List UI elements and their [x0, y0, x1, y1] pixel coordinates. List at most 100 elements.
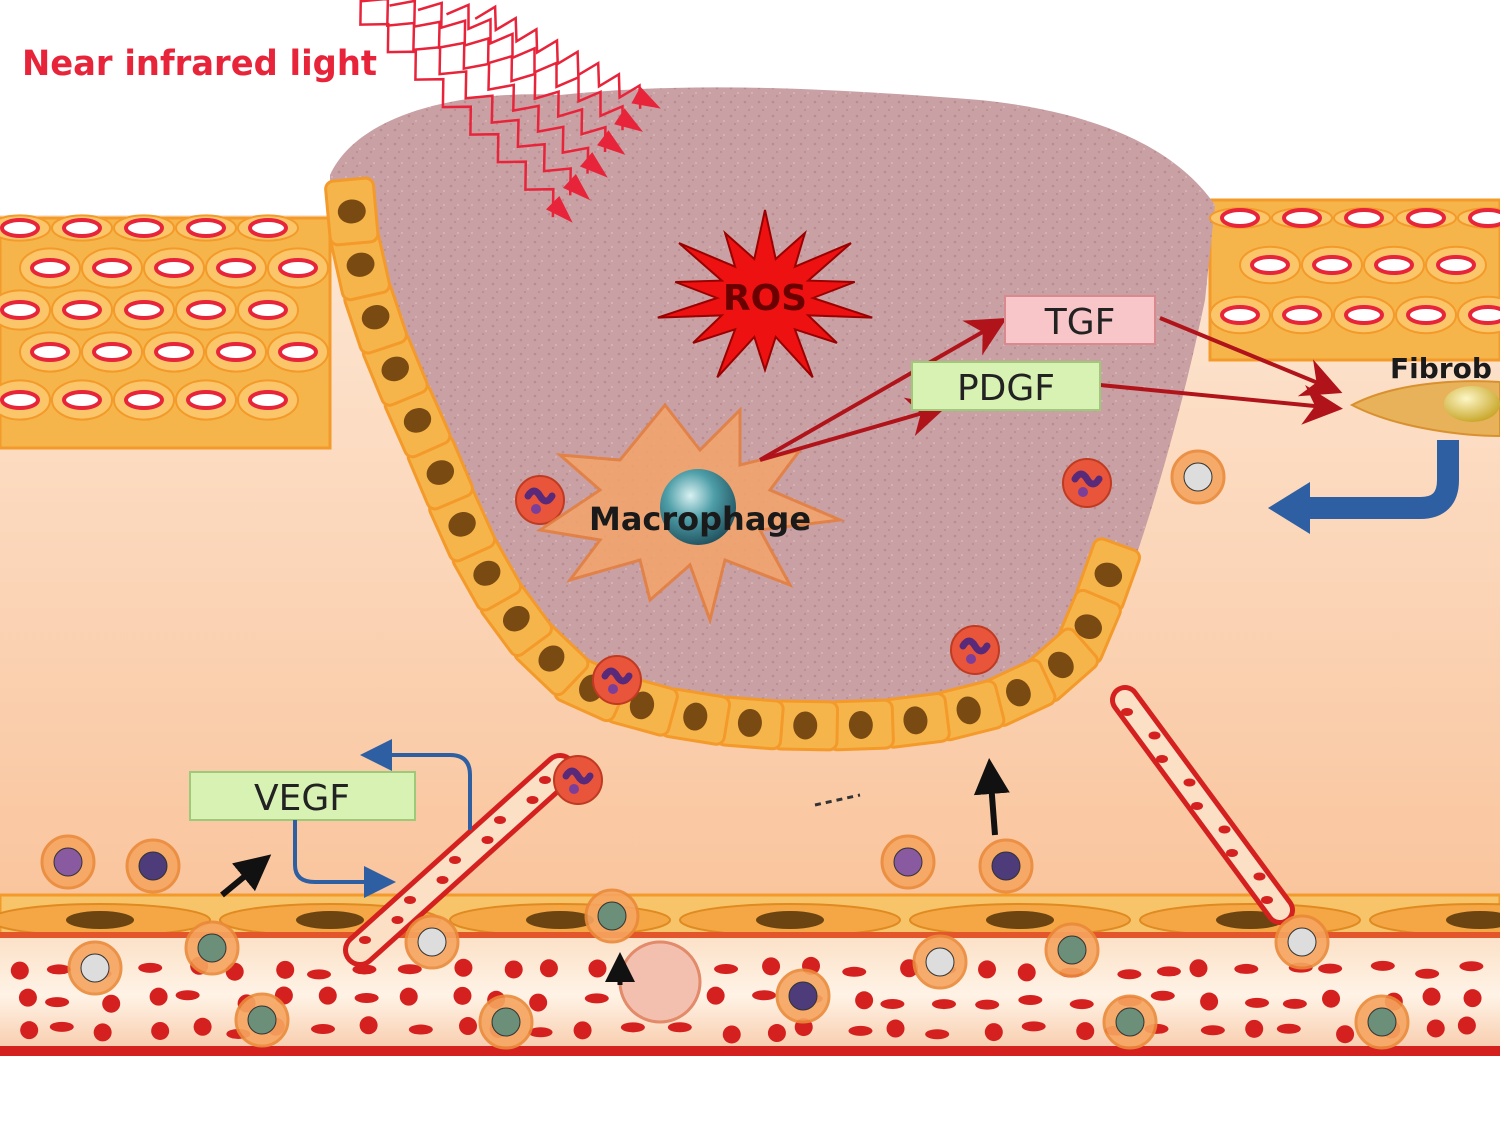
neutrophil-granule [531, 504, 541, 514]
keratinocyte-nucleus [1282, 305, 1322, 325]
cell-nucleus [1094, 562, 1123, 588]
keratinocyte-nucleus [1406, 208, 1446, 228]
red-blood-cell [1245, 1019, 1264, 1038]
red-blood-cell [102, 994, 121, 1013]
leukocyte-nucleus [1057, 935, 1087, 965]
capillary-cell [359, 936, 371, 944]
vegf-arrow-right [293, 820, 396, 898]
red-blood-cell [886, 1019, 905, 1038]
keratinocyte-nucleus [1468, 305, 1500, 325]
wound-bed [330, 87, 1215, 746]
keratinocyte-nucleus [1406, 305, 1446, 325]
capillary-cell [1253, 872, 1266, 881]
fibroblast-label: Fibrob [1390, 352, 1492, 385]
keratinocyte-nucleus [1344, 208, 1384, 228]
red-blood-cell [193, 1017, 212, 1036]
keratinocyte-nucleus [248, 300, 288, 320]
keratinocyte-nucleus [154, 258, 194, 278]
light-wave-head [597, 130, 626, 155]
capillary-cell [404, 896, 416, 904]
cell-nucleus [502, 605, 530, 632]
light-wave [474, 4, 642, 109]
red-blood-cell [584, 993, 609, 1004]
keratinocyte-nucleus [186, 300, 226, 320]
epithelial-cell [324, 176, 380, 247]
red-blood-cell [667, 1022, 692, 1033]
red-blood-cell [848, 1025, 873, 1036]
red-blood-cell [880, 998, 905, 1009]
red-blood-cell [1017, 963, 1036, 982]
light-wave-head [546, 196, 573, 223]
red-blood-cell [1189, 959, 1208, 978]
capillary-cell [494, 816, 506, 824]
neutrophil-nucleus [524, 487, 556, 505]
red-blood-cell [1426, 1019, 1445, 1038]
tgf-label: TGF [1044, 302, 1116, 343]
red-blood-cell [1200, 1025, 1225, 1036]
dashed-mark [814, 793, 861, 807]
light-wave-head [614, 108, 644, 132]
spindle-nucleus [756, 911, 824, 929]
cell-nucleus [629, 691, 655, 720]
capillary-left [343, 753, 577, 967]
red-blood-cell [397, 964, 422, 975]
capillary-cell [391, 916, 404, 924]
capillary-right [1110, 685, 1295, 925]
red-blood-cell [45, 997, 70, 1008]
neutrophil-granule [608, 684, 618, 694]
keratinocyte-nucleus [1282, 208, 1322, 228]
red-blood-cell [175, 990, 200, 1001]
red-blood-cell [588, 959, 607, 978]
tgf-box: TGF [1004, 295, 1156, 345]
keratinocyte-nucleus [62, 390, 102, 410]
leukocyte-nucleus [491, 1007, 521, 1037]
red-blood-cell [1282, 998, 1307, 1009]
leukocyte-nucleus [1115, 1007, 1145, 1037]
capillary-cell [1183, 778, 1196, 787]
neutrophil-granule [569, 784, 579, 794]
red-blood-cell [10, 961, 29, 980]
keratinocyte-nucleus [216, 258, 256, 278]
cell-nucleus [1074, 614, 1102, 640]
red-blood-cell [1457, 1016, 1476, 1035]
keratinocyte-nucleus [278, 342, 318, 362]
pdgf-label: PDGF [957, 368, 1055, 409]
leukocyte-nucleus [138, 851, 168, 881]
keratinocyte-nucleus [1468, 208, 1500, 228]
leukocyte-nucleus [925, 947, 955, 977]
red-blood-cell [714, 964, 739, 975]
capillary-cell [526, 796, 539, 804]
capillary-cell [1218, 825, 1231, 834]
keratinocyte-nucleus [1344, 305, 1384, 325]
red-blood-cell [842, 966, 867, 977]
leukocyte-nucleus [893, 847, 923, 877]
red-blood-cell [1370, 960, 1395, 971]
cell-nucleus [361, 304, 390, 330]
migrating-cells [40, 449, 1410, 1050]
leukocyte-nucleus [1183, 462, 1213, 492]
cell-nucleus [737, 708, 762, 737]
cell-nucleus [848, 710, 873, 739]
light-wave [389, 0, 590, 174]
cell-nucleus [538, 645, 565, 672]
red-blood-cell [399, 987, 418, 1006]
cell-nucleus [903, 706, 928, 735]
leukocyte-nucleus [991, 851, 1021, 881]
keratinocyte-nucleus [92, 258, 132, 278]
capillary-cell [539, 776, 551, 784]
red-blood-cell [722, 1025, 741, 1044]
light-wave-head [580, 152, 608, 178]
cell-nucleus [1047, 651, 1074, 679]
red-blood-cell [984, 1023, 1003, 1042]
red-blood-cell [93, 1023, 112, 1042]
migration-arrow-right [973, 758, 1010, 836]
keratinocyte-nucleus [30, 258, 70, 278]
leukocyte-nucleus [788, 981, 818, 1011]
keratinocyte-nucleus [1220, 208, 1260, 228]
red-blood-cell [1150, 990, 1175, 1001]
vegf-box: VEGF [189, 771, 416, 821]
red-blood-cell [311, 1024, 336, 1035]
fibroblast-feedback-arrow [1300, 440, 1459, 519]
red-blood-cell [1318, 963, 1343, 974]
